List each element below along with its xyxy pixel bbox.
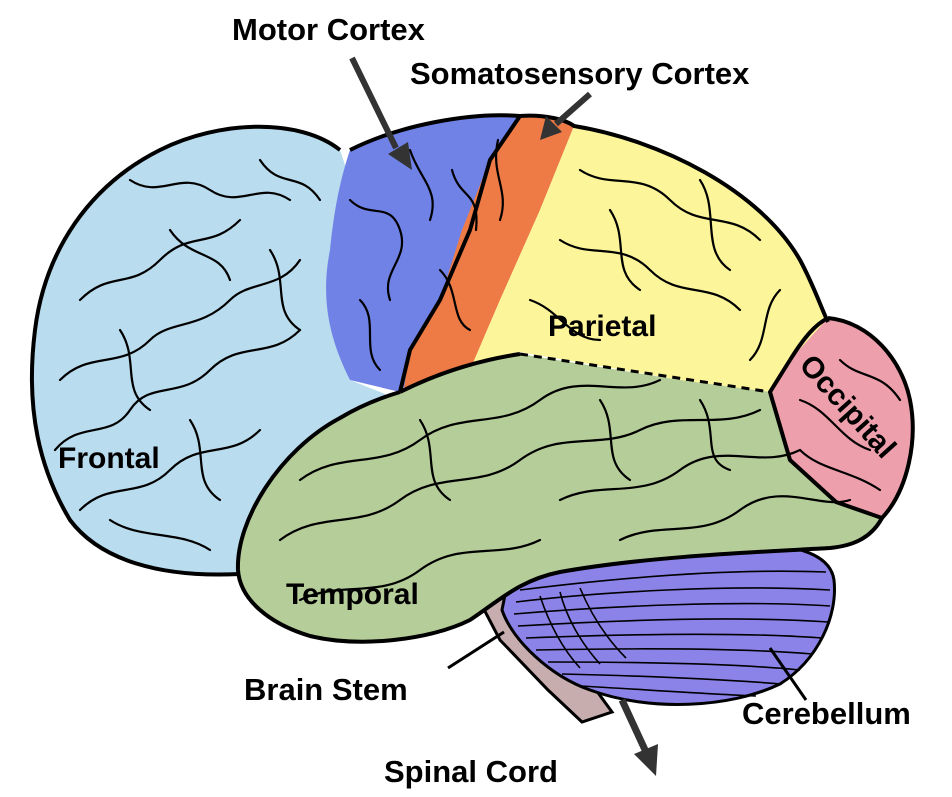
brain-stem-leader xyxy=(448,632,504,668)
motor-cortex-label: Motor Cortex xyxy=(232,12,426,47)
cerebellum-label: Cerebellum xyxy=(742,696,911,731)
parietal-label: Parietal xyxy=(548,310,656,343)
temporal-label: Temporal xyxy=(286,578,419,611)
arrow-icon xyxy=(622,700,658,776)
spinal-cord-label: Spinal Cord xyxy=(384,754,558,789)
somatosensory-cortex-label: Somatosensory Cortex xyxy=(410,56,750,91)
frontal-label: Frontal xyxy=(58,442,160,475)
brain-stem-label: Brain Stem xyxy=(244,672,408,707)
